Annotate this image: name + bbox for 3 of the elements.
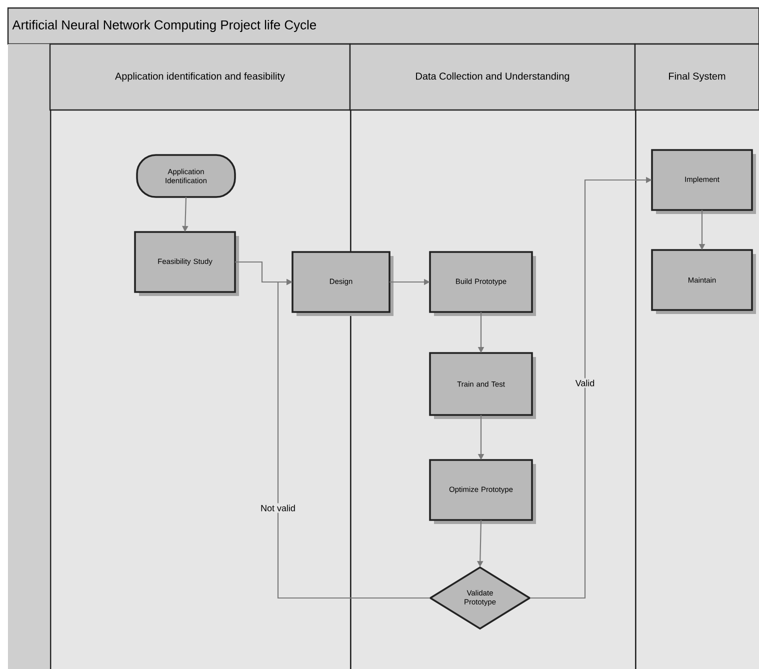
edge-label: Not valid xyxy=(259,503,297,513)
arrow xyxy=(277,278,430,599)
edge-label: Valid xyxy=(574,378,596,388)
